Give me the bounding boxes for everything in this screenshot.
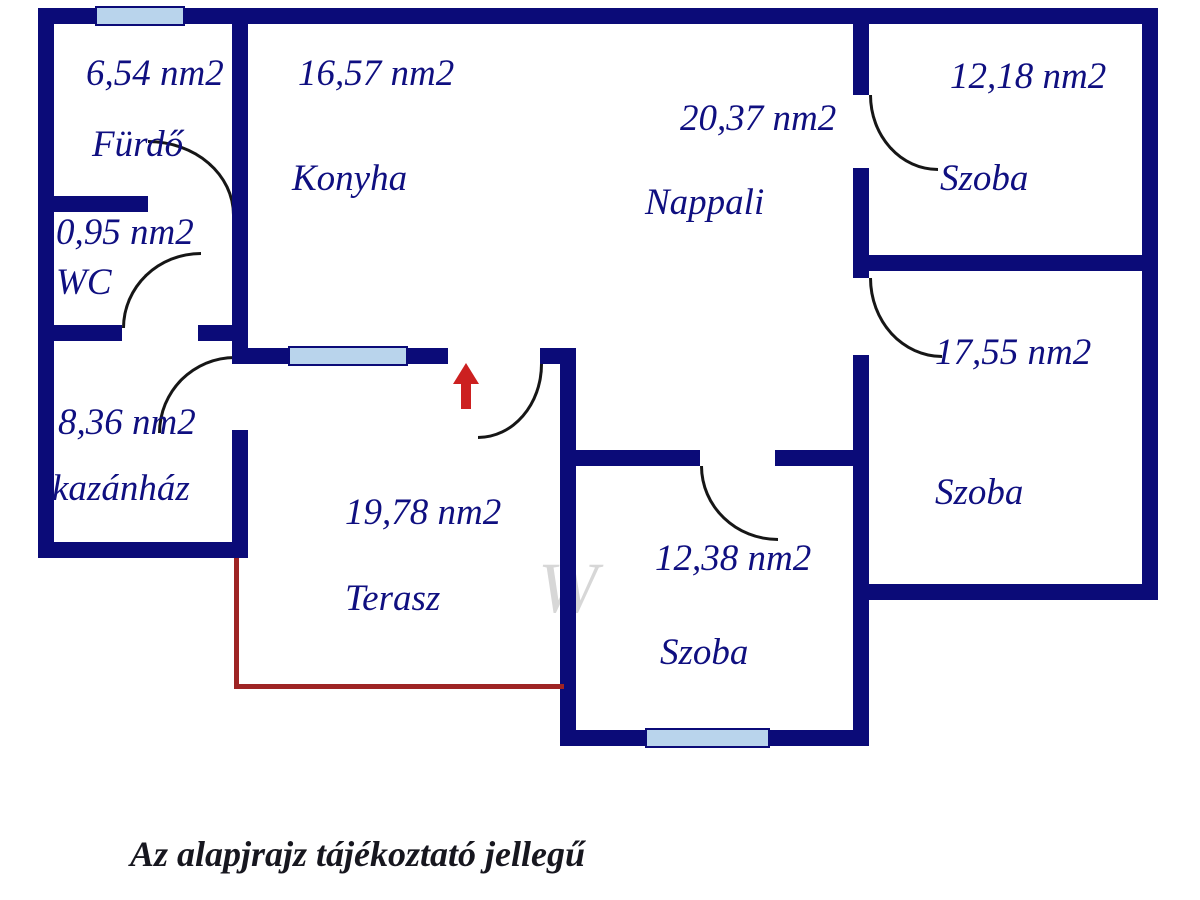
door-arc-szoba2 [869, 278, 942, 358]
room-area-nappali: 20,37 nm2 [680, 98, 837, 139]
door-arc-szoba3 [700, 466, 778, 541]
wall-terrace-top-a [232, 348, 288, 364]
wall-right-divider-b [853, 168, 869, 278]
wall-furdo-wc-divider [54, 196, 148, 212]
room-area-terasz: 19,78 nm2 [345, 492, 502, 533]
room-area-szoba3: 12,38 nm2 [655, 538, 812, 579]
room-name-furdo: Fürdő [92, 124, 184, 165]
room-name-szoba1: Szoba [940, 158, 1029, 199]
room-area-szoba2: 17,55 nm2 [935, 332, 1092, 373]
wall-outer-top [38, 8, 1158, 24]
wall-szoba3-top-b [775, 450, 853, 466]
wall-right-divider-a [853, 8, 869, 95]
wall-wc-kazanhaz-divider-right [198, 325, 232, 341]
room-name-wc: WC [56, 262, 112, 303]
disclaimer-text: Az alapjrajz tájékoztató jellegű [130, 834, 586, 874]
entrance-arrow-icon [453, 363, 479, 384]
wall-wc-kazanhaz-divider-left [54, 325, 122, 341]
wall-outer-right [1142, 8, 1158, 600]
room-name-konyha: Konyha [292, 158, 408, 199]
room-area-wc: 0,95 nm2 [56, 212, 194, 253]
terrace-edge-bottom [234, 684, 564, 689]
wall-right-divider-c [853, 355, 869, 746]
room-area-kazanhaz: 8,36 nm2 [58, 402, 196, 443]
wall-left-divider-lower [232, 430, 248, 558]
entrance-arrow-stem [461, 383, 471, 409]
window-szoba3 [645, 728, 770, 748]
wall-left-divider-upper [232, 8, 248, 356]
wall-szoba2-bottom [853, 584, 1158, 600]
window-furdo [95, 6, 185, 26]
wall-szoba3-top-a [576, 450, 700, 466]
wall-szoba3-bottom-a [560, 730, 645, 746]
wall-terrace-top-b [408, 348, 448, 364]
room-area-konyha: 16,57 nm2 [298, 53, 455, 94]
terrace-edge-left [234, 558, 239, 688]
wall-kazanhaz-bottom [38, 542, 248, 558]
room-name-szoba3: Szoba [660, 632, 749, 673]
wall-szoba1-szoba2-divider [853, 255, 1158, 271]
door-arc-wc [122, 252, 201, 328]
room-area-furdo: 6,54 nm2 [86, 53, 224, 94]
wall-terrace-right [560, 348, 576, 746]
window-terrace [288, 346, 408, 366]
room-name-terasz: Terasz [345, 578, 441, 619]
room-name-kazanhaz: kazánház [52, 468, 190, 509]
wall-szoba3-bottom-b [770, 730, 869, 746]
room-area-szoba1: 12,18 nm2 [950, 56, 1107, 97]
door-arc-entrance [478, 364, 543, 439]
room-name-nappali: Nappali [645, 182, 765, 223]
wall-outer-left [38, 8, 54, 558]
door-arc-szoba1 [869, 95, 938, 171]
room-name-szoba2: Szoba [935, 472, 1024, 513]
